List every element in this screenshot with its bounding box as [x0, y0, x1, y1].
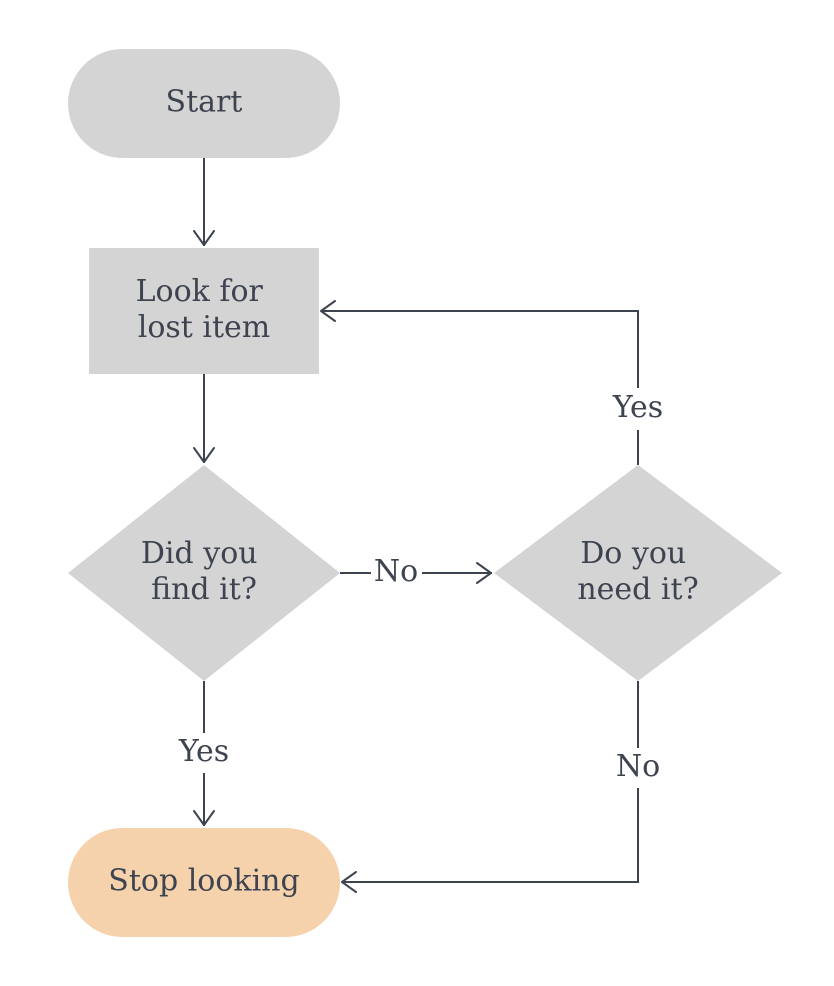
node-stop-label: Stop looking	[108, 864, 299, 899]
edge-label-no-found: No	[374, 554, 418, 589]
edge-found-to-need-arrowhead	[476, 562, 492, 584]
edge-label-yes-found: Yes	[178, 734, 229, 769]
node-do-you-need-it: Do you need it?	[494, 465, 782, 681]
edge-start-to-look	[193, 158, 215, 246]
edge-need-to-look-line-b	[321, 310, 639, 388]
edge-look-to-found	[193, 374, 215, 463]
edge-found-to-stop: Yes	[178, 681, 229, 826]
node-stop-looking: Stop looking	[68, 828, 340, 937]
node-need-label: Do you need it?	[577, 536, 698, 607]
node-start-shape	[68, 49, 340, 158]
node-did-you-find-it: Did you find it?	[68, 465, 340, 681]
edge-found-to-stop-arrowhead	[193, 810, 215, 826]
node-look-for-lost-item: Look for lost item	[89, 248, 319, 374]
node-look-shape	[89, 248, 319, 374]
edge-need-to-stop: No	[341, 681, 660, 893]
edge-start-to-look-arrowhead	[193, 230, 215, 246]
node-start: Start	[68, 49, 340, 158]
edge-label-yes-need: Yes	[612, 390, 663, 425]
edge-need-to-stop-arrowhead	[341, 871, 357, 893]
node-need-shape	[494, 465, 782, 681]
node-stop-shape	[68, 828, 340, 937]
node-start-label: Start	[166, 85, 243, 120]
node-found-shape	[68, 465, 340, 681]
edge-label-no-need: No	[616, 749, 660, 784]
edge-need-to-look-arrowhead	[320, 300, 336, 322]
node-look-label: Look for lost item	[136, 274, 273, 345]
node-found-label: Did you find it?	[141, 536, 267, 607]
edge-found-to-need: No	[340, 554, 492, 589]
edge-need-to-stop-line-b	[342, 788, 639, 883]
edge-need-to-look: Yes	[320, 300, 663, 465]
edge-look-to-found-arrowhead	[193, 447, 215, 463]
